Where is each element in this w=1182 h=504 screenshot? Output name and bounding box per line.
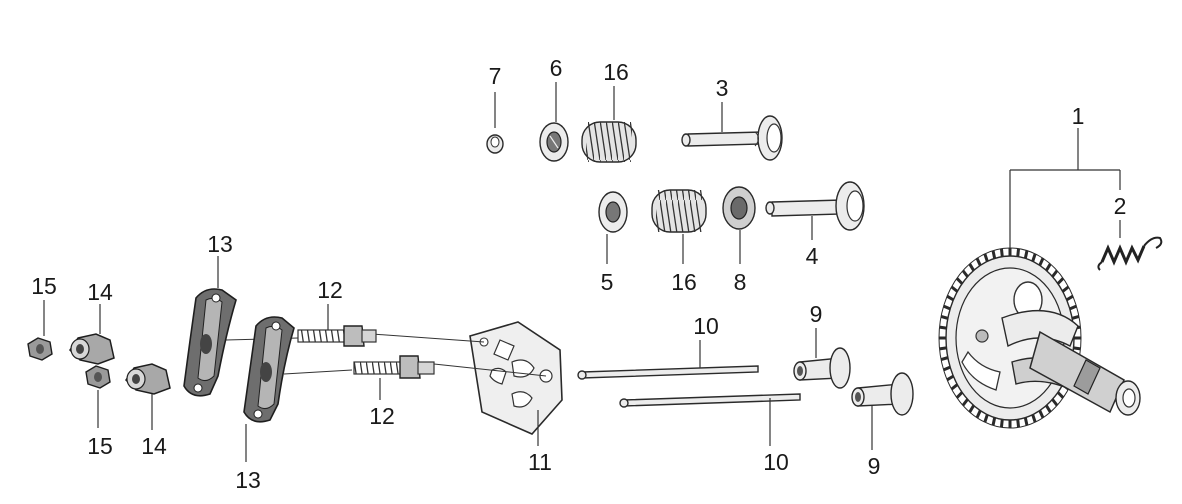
gear-tooth <box>1023 250 1029 259</box>
rocker-arm-upper <box>183 288 237 397</box>
spring-retainer-bottom <box>598 191 628 233</box>
gear-tooth <box>943 304 951 311</box>
decompressor-spring <box>1097 236 1163 271</box>
gear-tooth <box>1051 269 1059 278</box>
push-rod-lower <box>619 393 801 408</box>
valve-cotter <box>486 134 504 154</box>
gear-tooth <box>1031 253 1037 262</box>
callout-5: 5 <box>601 269 614 295</box>
gear-tooth <box>961 269 969 278</box>
gear-tooth <box>1016 248 1021 257</box>
callout-10-lower: 10 <box>763 449 789 475</box>
gear-tooth <box>1038 409 1045 419</box>
callout-16-upper: 16 <box>603 59 629 85</box>
valve-rotator <box>722 186 756 230</box>
tappet-lower <box>851 372 914 416</box>
gear-tooth <box>991 250 997 259</box>
callout-10-upper: 10 <box>693 313 719 339</box>
callout-13-lower: 13 <box>235 467 261 493</box>
gear-tooth <box>961 398 969 407</box>
gear-tooth <box>1056 391 1065 399</box>
gear-tooth <box>950 285 959 293</box>
rocker-arm-lower <box>243 316 295 423</box>
rocker-stud-lower <box>353 355 435 379</box>
gear-tooth <box>991 417 997 426</box>
callout-6: 6 <box>550 55 563 81</box>
callout-12-upper: 12 <box>317 277 343 303</box>
gear-tooth <box>968 263 975 272</box>
callout-9-lower: 9 <box>868 453 881 479</box>
gear-tooth <box>1056 277 1065 285</box>
gear-tooth <box>940 315 949 320</box>
callout-14-lower: 14 <box>141 433 167 459</box>
gear-tooth <box>1061 285 1070 293</box>
gear-tooth <box>1073 346 1081 351</box>
gear-tooth <box>1031 414 1037 423</box>
callout-14-upper: 14 <box>87 279 113 305</box>
tappet-upper <box>793 347 851 389</box>
gear-tooth <box>1016 419 1021 428</box>
gear-tooth <box>1045 404 1052 413</box>
gear-tooth <box>983 253 989 262</box>
gear-tooth <box>1051 398 1059 407</box>
callout-1: 1 <box>1072 103 1085 129</box>
gear-tooth <box>1038 257 1045 267</box>
gear-tooth <box>975 409 982 419</box>
lock-nut-lower <box>85 365 111 389</box>
gear-tooth <box>940 356 949 361</box>
gear-tooth <box>1023 417 1029 426</box>
callout-16-lower: 16 <box>671 269 697 295</box>
valve-spring-top <box>581 121 637 163</box>
callout-4: 4 <box>806 243 819 269</box>
gear-tooth <box>1069 304 1077 311</box>
rocker-pivot-upper <box>69 333 115 365</box>
rocker-stud-upper <box>297 325 377 347</box>
gear-tooth <box>955 277 964 285</box>
callout-9-upper: 9 <box>810 301 823 327</box>
gear-tooth <box>955 391 964 399</box>
gear-tooth <box>1065 294 1074 302</box>
gear-tooth <box>943 365 951 372</box>
intake-valve <box>681 115 783 161</box>
gear-tooth <box>950 383 959 391</box>
push-rod-guide-plate <box>469 321 563 435</box>
gear-tooth <box>1071 315 1080 320</box>
callout-15-lower: 15 <box>87 433 113 459</box>
gear-tooth <box>999 248 1004 257</box>
rocker-pivot-lower <box>125 363 171 395</box>
callout-13-upper: 13 <box>207 231 233 257</box>
callout-12-lower: 12 <box>369 403 395 429</box>
gear-tooth <box>946 374 955 382</box>
gear-tooth <box>983 414 989 423</box>
spring-retainer-top <box>539 122 569 162</box>
lock-nut-upper <box>27 337 53 361</box>
callout-2: 2 <box>1114 193 1127 219</box>
gear-tooth <box>939 325 947 330</box>
valve-spring-bottom <box>651 189 707 233</box>
gear-tooth <box>1045 263 1052 272</box>
gear-tooth <box>939 346 947 351</box>
camshaft-gear <box>938 247 1141 429</box>
callout-15-upper: 15 <box>31 273 57 299</box>
callout-7: 7 <box>489 63 502 89</box>
callout-3: 3 <box>716 75 729 101</box>
callout-11: 11 <box>528 449 552 475</box>
gear-tooth <box>975 257 982 267</box>
gear-tooth <box>946 294 955 302</box>
leader-1 <box>1009 128 1121 248</box>
gear-tooth <box>999 419 1004 428</box>
push-rod-upper <box>577 365 759 380</box>
gear-tooth <box>968 404 975 413</box>
callout-8: 8 <box>734 269 747 295</box>
exhaust-valve <box>765 181 865 231</box>
